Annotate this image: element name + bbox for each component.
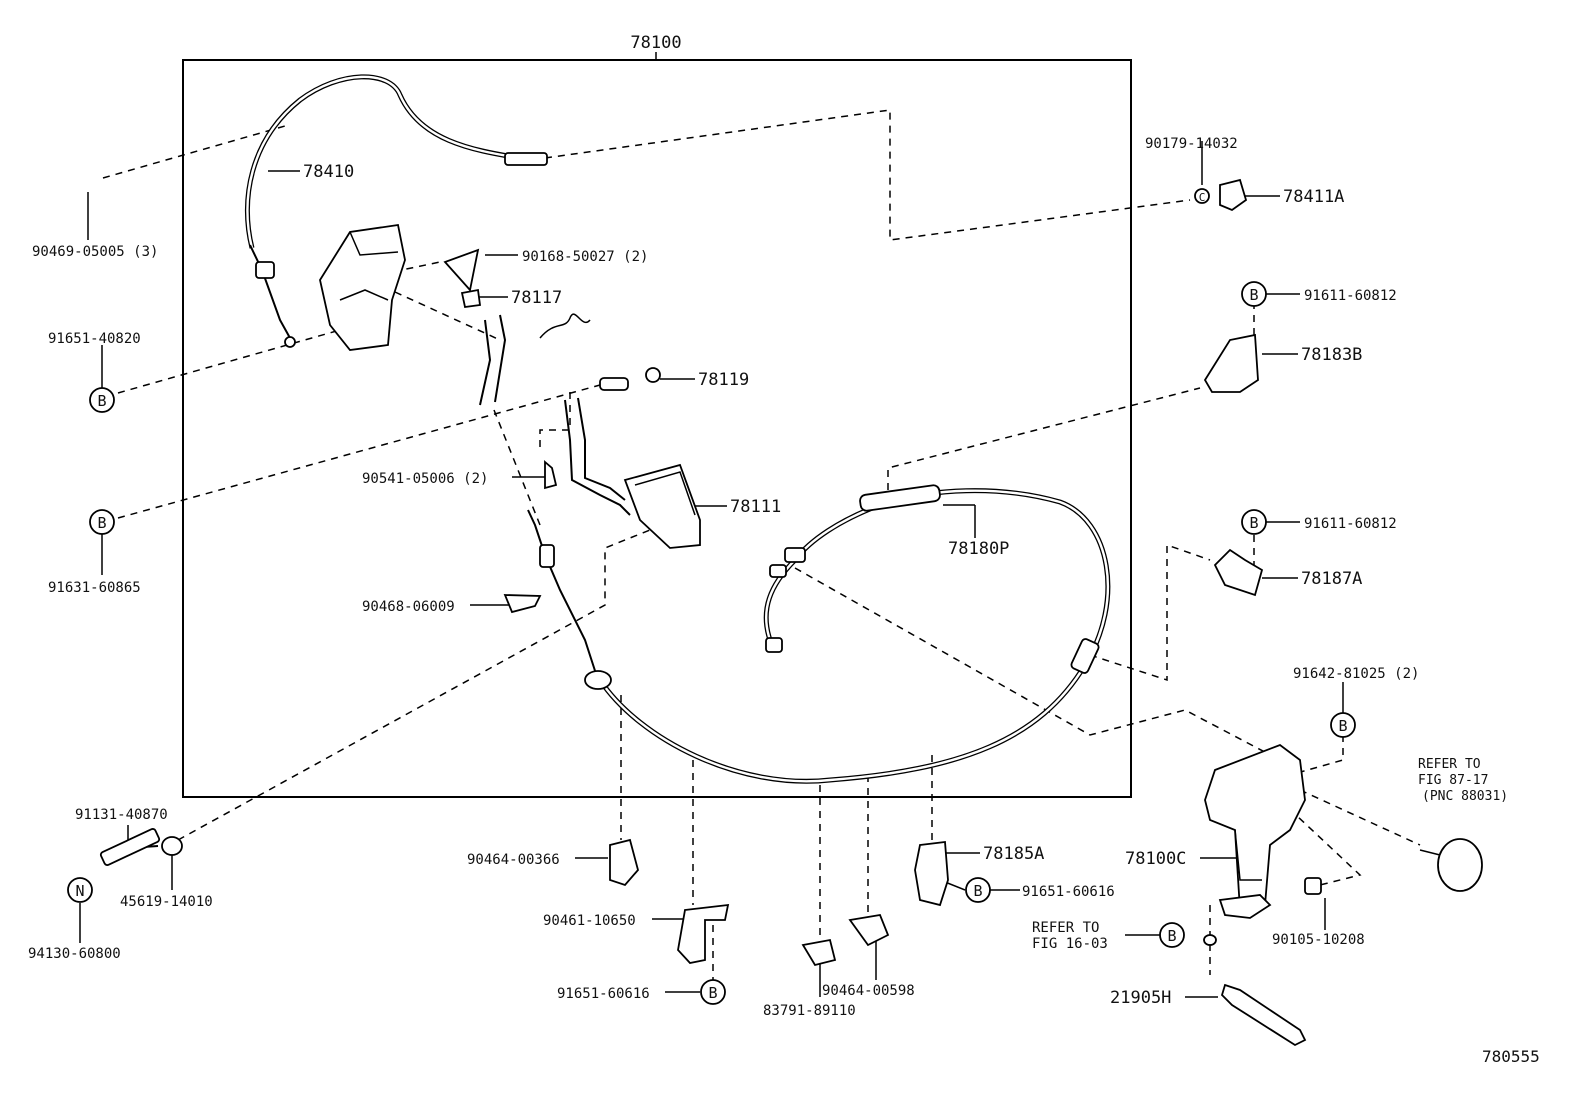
pedal-bracket — [319, 223, 406, 351]
svg-text:B: B — [708, 984, 717, 1002]
svg-text:(PNC 88031): (PNC 88031) — [1422, 789, 1508, 804]
part-label-78180P: 78180P — [948, 539, 1009, 559]
part-label-91642: 91642-81025 (2) — [1293, 666, 1419, 682]
assembly-frame — [182, 59, 1132, 798]
callout-b-4: B — [1241, 509, 1267, 535]
part-label-91651-60616-b: 91651-60616 — [557, 986, 650, 1002]
svg-text:N: N — [75, 882, 84, 900]
callout-b-2: B — [89, 509, 115, 535]
part-label-90179: 90179-14032 — [1145, 136, 1238, 152]
callout-b-6: B — [1159, 922, 1185, 948]
svg-text:B: B — [1249, 286, 1258, 304]
part-label-91131: 91131-40870 — [75, 807, 168, 823]
svg-text:B: B — [97, 392, 106, 410]
svg-text:FIG 16-03: FIG 16-03 — [1032, 936, 1108, 952]
part-label-78410: 78410 — [303, 162, 354, 182]
part-label-78111: 78111 — [730, 497, 781, 517]
part-label-94130: 94130-60800 — [28, 946, 121, 962]
pedal-arm — [443, 248, 661, 614]
cable-78180P — [527, 484, 1111, 784]
dashed-leaders — [102, 109, 1421, 980]
callout-b-3: B — [1241, 281, 1267, 307]
part-label-91631: 91631-60865 — [48, 580, 141, 596]
svg-text:FIG 87-17: FIG 87-17 — [1418, 773, 1488, 788]
part-label-91611-b: 91611-60812 — [1304, 516, 1397, 532]
part-label-78183B: 78183B — [1301, 345, 1362, 365]
part-label-91611-a: 91611-60812 — [1304, 288, 1397, 304]
svg-text:REFER TO: REFER TO — [1032, 920, 1099, 936]
callout-c: C — [1199, 191, 1206, 204]
svg-text:B: B — [973, 882, 982, 900]
part-label-83791: 83791-89110 — [763, 1003, 856, 1019]
part-label-90468: 90468-06009 — [362, 599, 455, 615]
svg-text:B: B — [1249, 514, 1258, 532]
part-label-78117: 78117 — [511, 288, 562, 308]
part-label-90464-00598: 90464-00598 — [822, 983, 915, 999]
part-label-91651-40820: 91651-40820 — [48, 331, 141, 347]
part-label-91651-60616-a: 91651-60616 — [1022, 884, 1115, 900]
part-label-90464-00366: 90464-00366 — [467, 852, 560, 868]
part-label-90168: 90168-50027 (2) — [522, 249, 648, 265]
reference-fig-16-03: REFER TO FIG 16-03 — [1032, 920, 1108, 952]
svg-text:B: B — [97, 514, 106, 532]
part-label-78119: 78119 — [698, 370, 749, 390]
right-parts — [914, 178, 1483, 1047]
reference-fig-87-17: REFER TO FIG 87-17 (PNC 88031) — [1418, 757, 1508, 804]
callout-n: N — [67, 877, 93, 903]
callout-b-7: B — [965, 877, 991, 903]
accelerator-pedal — [623, 463, 701, 549]
svg-text:B: B — [1167, 927, 1176, 945]
solid-leaders — [79, 141, 1344, 998]
svg-text:C: C — [1199, 191, 1206, 204]
part-label-78185A: 78185A — [983, 844, 1044, 864]
svg-text:REFER TO: REFER TO — [1418, 757, 1481, 772]
part-label-21905H: 21905H — [1110, 988, 1171, 1008]
part-label-90105: 90105-10208 — [1272, 932, 1365, 948]
part-label-78100C: 78100C — [1125, 849, 1186, 869]
callout-b-5: B — [1330, 712, 1356, 738]
figure-number: 780555 — [1482, 1047, 1540, 1066]
part-label-90461: 90461-10650 — [543, 913, 636, 929]
callout-b-1: B — [89, 387, 115, 413]
cable-78410 — [244, 74, 548, 348]
part-label-90541: 90541-05006 (2) — [362, 471, 488, 487]
part-label-45619: 45619-14010 — [120, 894, 213, 910]
part-label-78411A: 78411A — [1283, 187, 1344, 207]
part-label-78187A: 78187A — [1301, 569, 1362, 589]
svg-text:B: B — [1338, 717, 1347, 735]
callout-b-8: B — [700, 979, 726, 1005]
part-labels: 78410 90469-05005 (3) 90168-50027 (2) 78… — [28, 136, 1419, 1019]
assembly-label: 78100 — [630, 33, 681, 53]
part-label-90469: 90469-05005 (3) — [32, 244, 158, 260]
bottom-clips — [99, 828, 890, 967]
